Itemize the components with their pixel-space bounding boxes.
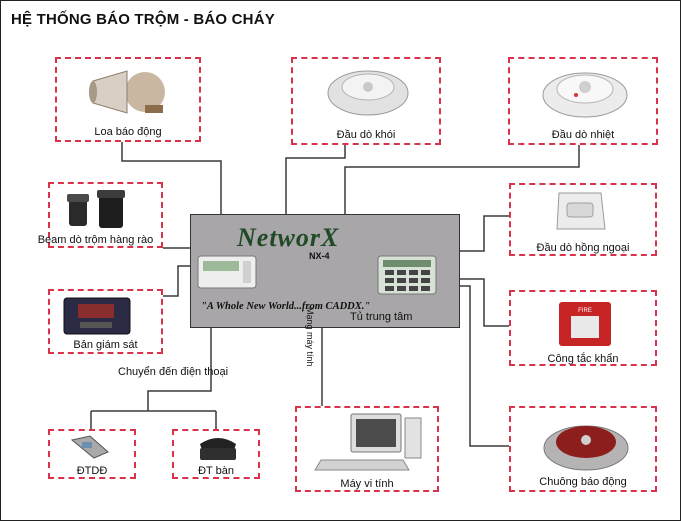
- wire-bell: [458, 285, 509, 447]
- wire-speaker: [121, 142, 222, 216]
- device-label-speaker: Loa báo động: [94, 126, 162, 138]
- mobile-phone-icon: [70, 435, 109, 459]
- fire-switch-icon: FIRE: [559, 302, 611, 346]
- desk-phone-icon: [200, 438, 236, 460]
- smoke-detector-icon: [327, 70, 409, 116]
- device-label-heat: Đầu dò nhiệt: [551, 129, 615, 141]
- wire-pir: [458, 215, 509, 252]
- bell-icon: [543, 425, 629, 471]
- svg-text:FIRE: FIRE: [578, 308, 592, 314]
- device-heat-detector[interactable]: Đầu dò nhiệt: [508, 57, 658, 145]
- panel-slogan: "A Whole New World...from CADDX.": [201, 301, 371, 312]
- center-label: Tủ trung tâm: [350, 311, 413, 323]
- device-label-beam: Beam dò trộm hàng rào: [37, 234, 154, 246]
- wire-smoke: [285, 145, 346, 216]
- device-beam[interactable]: Beam dò trộm hàng rào: [38, 182, 163, 248]
- beam-sensor-icon: [67, 190, 125, 228]
- wire-fire-switch: [458, 278, 509, 327]
- wire-heat: [344, 145, 580, 216]
- device-label-pir: Đầu dò hồng ngoại: [536, 242, 630, 254]
- device-speaker[interactable]: Loa báo động: [55, 57, 201, 142]
- device-fire-switch[interactable]: FIRE Công tắc khẩn: [509, 290, 657, 366]
- device-smoke-detector[interactable]: Đầu dò khói: [291, 57, 441, 145]
- panel-model: NX-4: [309, 251, 330, 261]
- keypad-alt-icon: [377, 255, 437, 295]
- device-bell[interactable]: Chuông báo động: [509, 406, 657, 492]
- device-monitor-board[interactable]: Bản giám sát: [48, 289, 163, 354]
- central-control-panel[interactable]: NetworX NX-4 "A Whole New World...from C…: [190, 214, 460, 328]
- heat-detector-icon: [542, 72, 628, 118]
- speaker-icon: [89, 70, 165, 114]
- device-label-fire-switch: Công tắc khẩn: [547, 353, 619, 365]
- panel-brand: NetworX: [237, 223, 340, 252]
- device-pir[interactable]: Đầu dò hồng ngoại: [509, 183, 657, 256]
- monitor-panel-icon: [63, 297, 131, 335]
- pir-sensor-icon: [556, 192, 606, 230]
- device-label-computer: Máy vi tính: [340, 478, 394, 490]
- keypad-icon: [197, 255, 257, 289]
- device-label-bell: Chuông báo động: [539, 476, 627, 488]
- computer-icon: [314, 413, 422, 471]
- device-label-smoke: Đầu dò khói: [336, 129, 396, 141]
- device-computer[interactable]: Máy vi tính: [295, 406, 439, 492]
- wire-monitor: [163, 265, 190, 297]
- diagram-title: HỆ THỐNG BÁO TRỘM - BÁO CHÁY: [11, 11, 275, 28]
- device-label-monitor: Bản giám sát: [73, 339, 138, 351]
- device-label-desk-phone: ĐT bàn: [198, 465, 234, 477]
- device-mobile[interactable]: ĐTDĐ: [48, 429, 136, 479]
- wire-phone-bus: [90, 326, 217, 429]
- network-label: Mạng máy tính: [305, 307, 315, 367]
- device-label-mobile: ĐTDĐ: [76, 465, 108, 477]
- phone-route-label: Chuyển đến điện thoại: [118, 366, 229, 378]
- device-desk-phone[interactable]: ĐT bàn: [172, 429, 260, 479]
